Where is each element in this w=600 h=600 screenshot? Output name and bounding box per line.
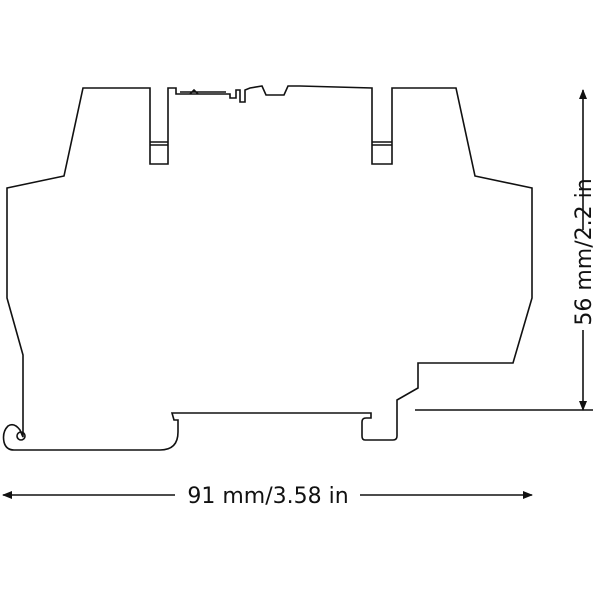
rail-hook-circle xyxy=(16,431,26,441)
width-dimension-label: 91 mm/3.58 in xyxy=(187,484,348,509)
housing-outline xyxy=(2,85,533,451)
top-latch-detail xyxy=(180,88,226,95)
height-dimension-label: 56 mm/2.2 in xyxy=(572,178,597,325)
